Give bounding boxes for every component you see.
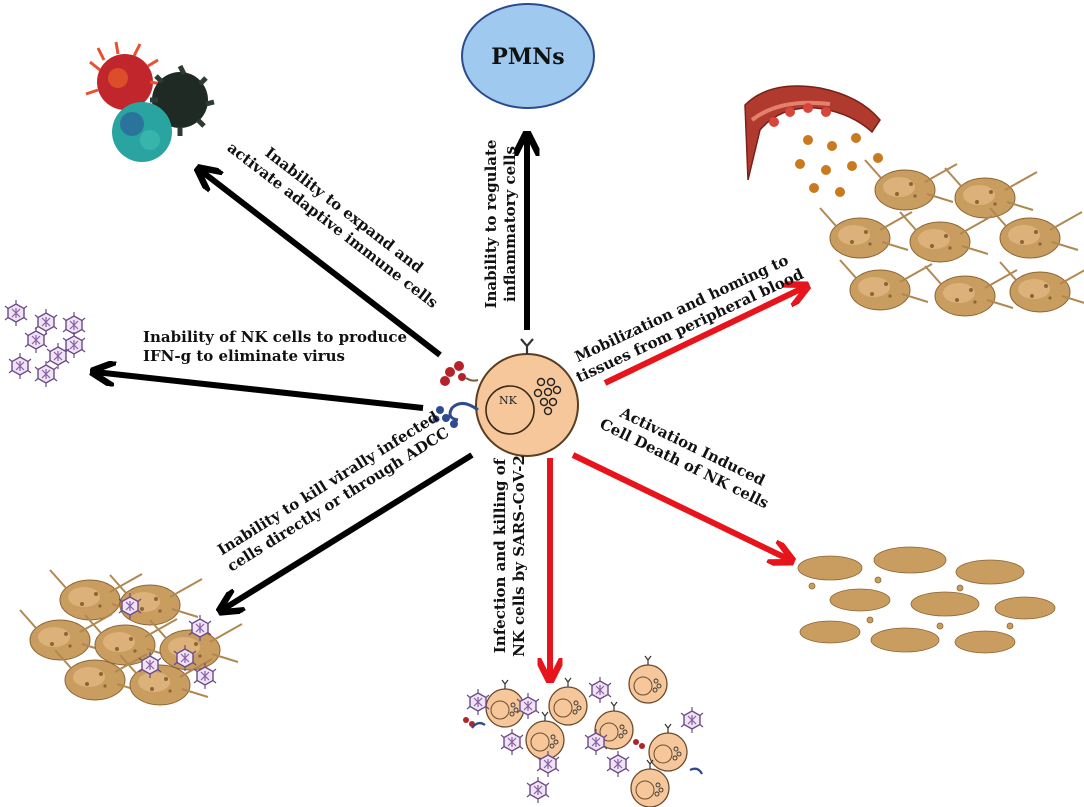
label-regulate-line1: Inability to regulate: [482, 140, 500, 309]
label-expand-line1: Inability to expand and: [262, 144, 428, 277]
adaptive-immune-cells-image: [85, 41, 215, 162]
label-mobilization-line2: tissues from peripheral blood: [573, 265, 807, 387]
label-ifn-line2: IFN-g to eliminate virus: [143, 347, 345, 365]
label-ifn-g: Inability of NK cells to produce IFN-g t…: [143, 328, 407, 365]
virus-cluster: [4, 299, 86, 388]
antibody-icon: [432, 402, 479, 428]
dead-cells-image: [797, 546, 1056, 654]
receptor-icon: [520, 338, 534, 354]
label-infection-line1: Infection and killing of: [491, 457, 509, 653]
central-nk-cell: NK: [432, 338, 579, 457]
pmns-label: PMNs: [491, 44, 564, 70]
arrow-to-virus: [95, 372, 424, 411]
arrow-to-tissues: [603, 287, 805, 386]
arrow-to-adaptive-cells: [200, 170, 442, 358]
blood-vessel-tissue-image: [744, 85, 1084, 317]
pmns-cell: PMNs: [461, 3, 595, 109]
arrow-to-infected-tissue: [222, 452, 474, 610]
label-infection-line2: NK cells by SARS-CoV-2: [510, 455, 528, 657]
ligand-icon: [440, 361, 479, 386]
label-expand-line2: activate adaptive immune cells: [224, 139, 442, 312]
label-ifn-line1: Inability of NK cells to produce: [143, 328, 407, 346]
infected-tissue-image: [19, 569, 243, 706]
label-regulate-line2: inflammatory cells: [501, 146, 519, 302]
arrow-to-dead-cells: [571, 452, 790, 560]
granules: [533, 377, 562, 416]
infected-nk-cells-image: [463, 655, 704, 807]
label-kill-line2: cells directly or through ADCC: [224, 423, 452, 575]
label-kill-line1: Inability to kill virally infected: [214, 407, 442, 559]
nk-label: NK: [499, 394, 518, 407]
